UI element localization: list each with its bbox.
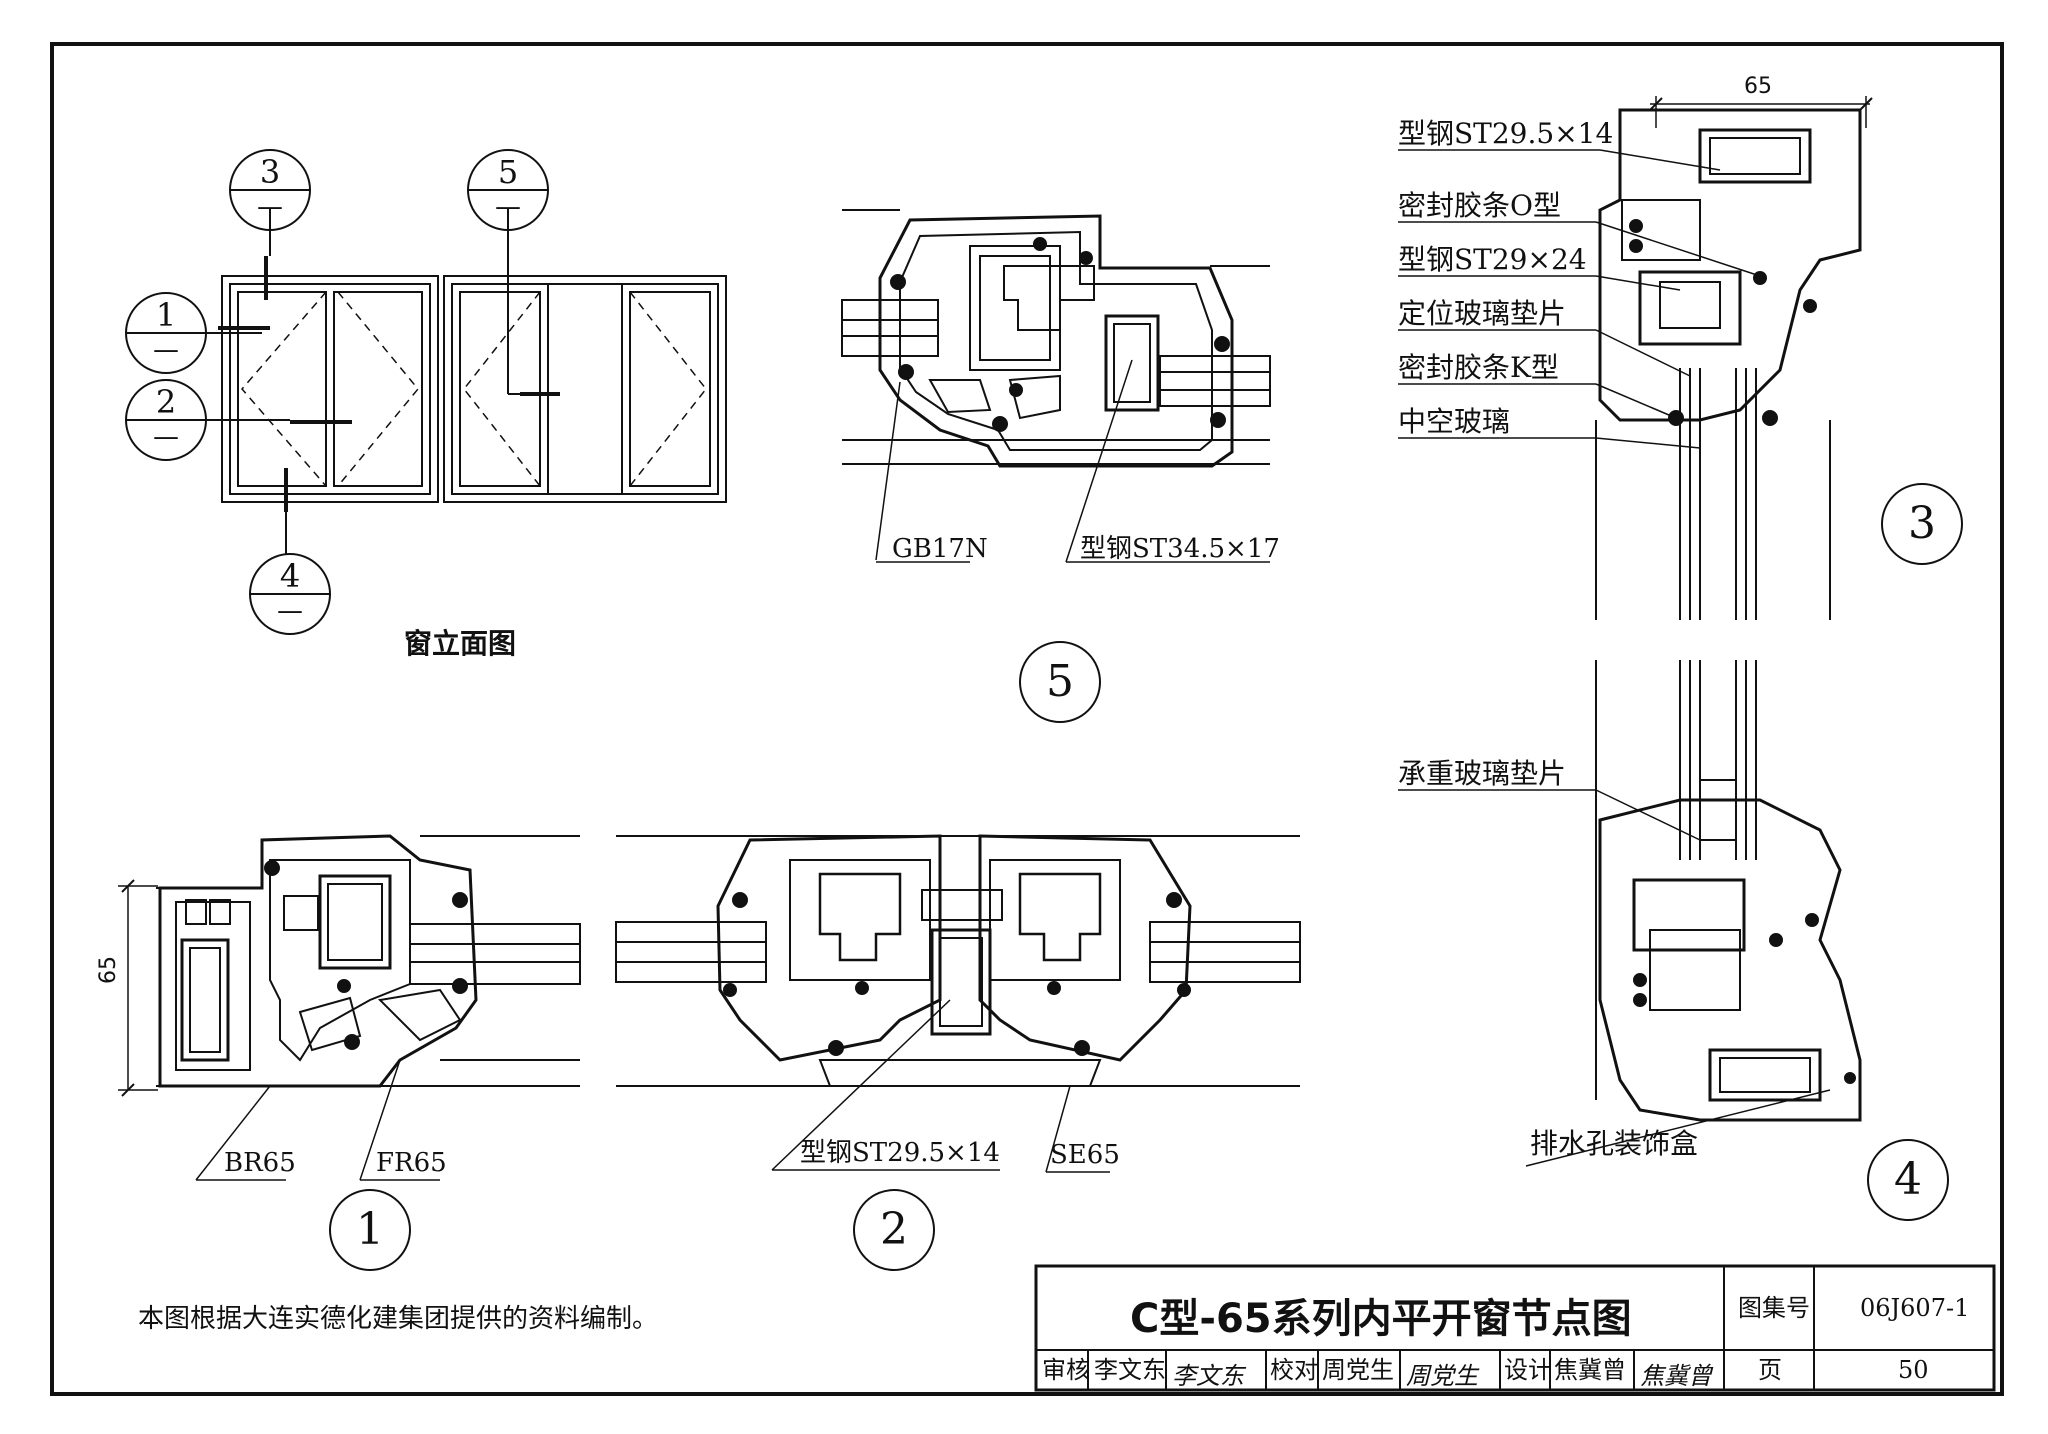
detail34-label-steel-a: 型钢ST29.5×14 [1398,117,1614,150]
source-note: 本图根据大连实德化建集团提供的资料编制。 [138,1304,659,1334]
ref-4-number: 4 [279,557,301,595]
ref-5-sheet: — [495,192,521,222]
ref-2-sheet: — [153,422,179,452]
detail5-number: 5 [1046,656,1074,707]
check-name: 周党生 [1322,1356,1394,1384]
design-name: 焦冀曾 [1554,1356,1626,1384]
ref-1-sheet: — [153,335,179,365]
detail4-number: 4 [1894,1154,1922,1205]
elevation-title: 窗立面图 [404,627,517,660]
ref-2-number: 2 [155,383,177,421]
detail-3-4-section [1398,96,1963,1221]
atlas-number-label: 图集号 [1738,1294,1810,1322]
ref-5-number: 5 [497,153,519,191]
window-elevation [125,149,727,635]
design-label: 设计 [1504,1356,1552,1384]
page-number: 50 [1898,1356,1929,1384]
detail2-number: 2 [880,1204,908,1255]
ref-4-sheet: — [277,596,303,626]
detail34-label-bearing-pad: 承重玻璃垫片 [1398,757,1567,790]
design-signature: 焦冀曾 [1640,1362,1712,1390]
detail34-label-gasket-k: 密封胶条K型 [1398,351,1559,384]
detail34-label-gasket-o: 密封胶条O型 [1398,189,1561,222]
detail-2-section [615,834,1301,1271]
review-label: 审核 [1042,1356,1090,1384]
detail3-number: 3 [1908,498,1936,549]
check-label: 校对 [1270,1356,1318,1384]
ref-3-number: 3 [259,153,281,191]
detail2-mullion-label: SE65 [1050,1140,1120,1170]
review-signature: 李文东 [1172,1362,1244,1390]
sheet-border [50,42,2004,1396]
detail1-frame-label: BR65 [224,1148,296,1178]
atlas-number: 06J607-1 [1860,1294,1970,1322]
detail34-label-locating-pad: 定位玻璃垫片 [1398,297,1567,330]
detail34-label-drain-cover: 排水孔装饰盒 [1530,1127,1699,1160]
detail1-number: 1 [356,1204,384,1255]
drawing-title: C型-65系列内平开窗节点图 [1130,1296,1632,1342]
detail34-dimension: 65 [1744,74,1772,99]
review-name: 李文东 [1094,1356,1166,1384]
detail5-gasket-label: GB17N [892,534,988,564]
detail-1-section [118,834,581,1271]
detail1-sash-label: FR65 [376,1148,447,1178]
check-signature: 周党生 [1406,1362,1478,1390]
detail-5-section [841,209,1271,723]
detail34-label-steel-b: 型钢ST29×24 [1398,243,1587,276]
detail1-dimension: 65 [96,956,121,984]
page-label: 页 [1758,1356,1782,1384]
ref-1-number: 1 [155,296,177,334]
ref-3-sheet: — [257,192,283,222]
detail2-steel-label: 型钢ST29.5×14 [800,1138,1000,1168]
detail5-steel-label: 型钢ST34.5×17 [1080,534,1280,564]
title-block-frame [1034,1264,1996,1392]
detail34-label-insulated-glass: 中空玻璃 [1398,405,1511,438]
